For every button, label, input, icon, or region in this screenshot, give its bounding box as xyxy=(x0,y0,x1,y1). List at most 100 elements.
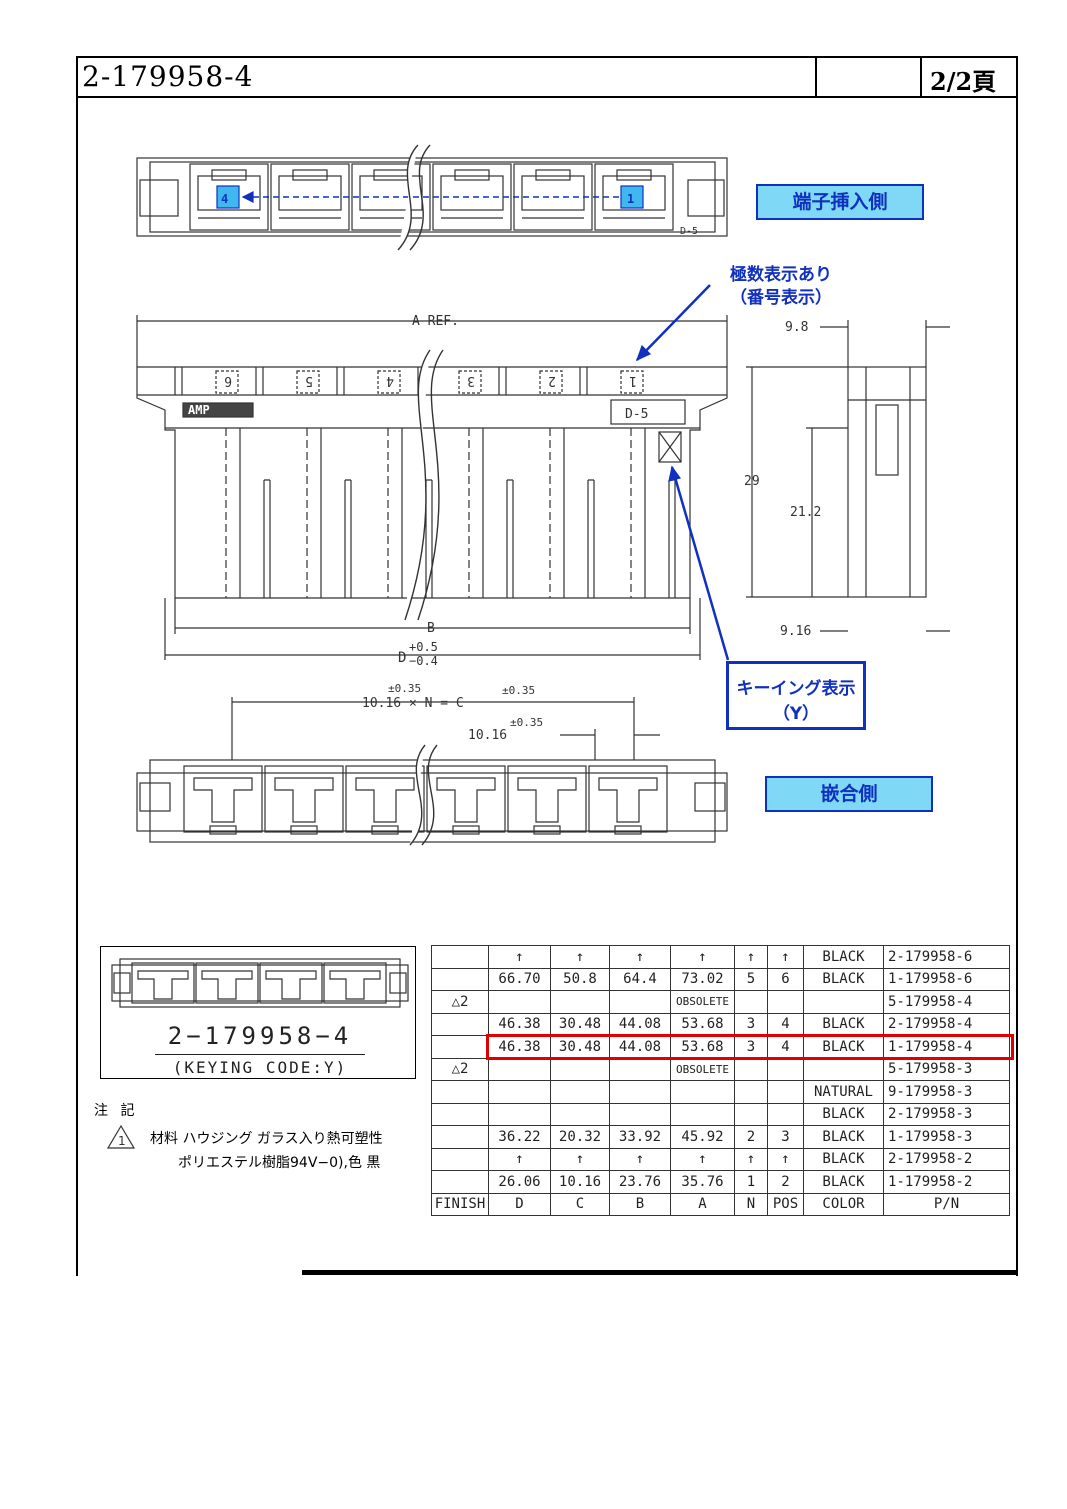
table-header-cell: C xyxy=(550,1192,610,1216)
table-cell xyxy=(803,990,884,1014)
dim-inner-height: 21.2 xyxy=(790,505,821,520)
table-cell xyxy=(431,1035,489,1059)
table-cell xyxy=(609,1057,671,1081)
table-cell: 45.92 xyxy=(670,1125,735,1149)
table-cell xyxy=(488,990,551,1014)
table-cell xyxy=(767,1080,804,1104)
mold-mark: D-5 xyxy=(625,407,648,422)
table-cell: 5-179958-4 xyxy=(883,990,1010,1014)
table-header-cell: FINISH xyxy=(431,1192,489,1216)
part-number-title: 2-179958-4 xyxy=(82,60,254,93)
table-cell: 5-179958-3 xyxy=(883,1057,1010,1081)
dim-a-ref: A REF. xyxy=(412,314,459,329)
table-cell: 66.70 xyxy=(488,967,551,991)
table-header-cell: COLOR xyxy=(803,1192,884,1216)
table-cell xyxy=(431,1125,489,1149)
table-cell xyxy=(431,1012,489,1036)
bottom-rule xyxy=(302,1270,1018,1275)
table-cell: 2-179958-2 xyxy=(883,1147,1010,1171)
table-cell xyxy=(734,1080,768,1104)
table-cell xyxy=(767,1057,804,1081)
table-cell: 1-179958-3 xyxy=(883,1125,1010,1149)
position-number: 5 xyxy=(305,373,313,388)
legend-connector-illustration xyxy=(111,958,409,1008)
table-cell: BLACK xyxy=(803,967,884,991)
table-cell xyxy=(431,1147,489,1171)
dim-tol-2: ±0.35 xyxy=(502,684,535,697)
table-cell: 9-179958-3 xyxy=(883,1080,1010,1104)
table-cell: OBSOLETE xyxy=(670,990,735,1014)
table-cell: ↑ xyxy=(767,945,804,969)
table-cell xyxy=(609,1080,671,1104)
table-cell: ↑ xyxy=(550,1147,610,1171)
position-number: 1 xyxy=(629,373,637,388)
dim-d: D xyxy=(398,650,406,666)
dim-tol-3: ±0.35 xyxy=(510,716,543,729)
numbering-note-line1: 極数表示あり xyxy=(730,265,832,285)
table-cell: 2-179958-4 xyxy=(883,1012,1010,1036)
table-cell: 4 xyxy=(767,1012,804,1036)
bottom-view-label: 嵌合側 xyxy=(765,776,933,812)
table-cell xyxy=(734,1102,768,1126)
table-cell: BLACK xyxy=(803,1170,884,1194)
table-cell: △2 xyxy=(431,1057,489,1081)
mold-mark-top: D-5 xyxy=(680,226,698,237)
table-cell: BLACK xyxy=(803,1012,884,1036)
position-number: 6 xyxy=(224,373,232,388)
table-cell: 73.02 xyxy=(670,967,735,991)
title-divider xyxy=(920,56,922,98)
position-number: 4 xyxy=(386,373,394,388)
table-cell xyxy=(431,945,489,969)
table-cell: 33.92 xyxy=(609,1125,671,1149)
position-number: 3 xyxy=(467,373,475,388)
table-cell: OBSOLETE xyxy=(670,1057,735,1081)
dim-width: 9.8 xyxy=(785,320,808,335)
table-cell: 20.32 xyxy=(550,1125,610,1149)
side-view xyxy=(746,320,950,632)
dim-pitch-formula: 10.16 × N = C xyxy=(362,696,464,711)
table-cell: 2-179958-6 xyxy=(883,945,1010,969)
table-cell xyxy=(767,990,804,1014)
table-cell: 2 xyxy=(734,1125,768,1149)
table-cell xyxy=(550,1057,610,1081)
table-header-cell: P/N xyxy=(883,1192,1010,1216)
table-cell: △2 xyxy=(431,990,489,1014)
table-cell xyxy=(803,1057,884,1081)
table-cell: ↑ xyxy=(734,945,768,969)
title-bar xyxy=(76,56,1018,98)
table-row: △2 OBSOLETE 5-179958-4 xyxy=(431,990,1010,1014)
position-number: 2 xyxy=(548,373,556,388)
brand-mark: AMP xyxy=(188,403,210,417)
table-cell xyxy=(431,967,489,991)
table-cell: ↑ xyxy=(734,1147,768,1171)
table-cell: BLACK xyxy=(803,945,884,969)
table-cell: NATURAL xyxy=(803,1080,884,1104)
dim-tol-1: ±0.35 xyxy=(388,682,421,695)
table-cell: ↑ xyxy=(550,945,610,969)
table-cell: 1-179958-4 xyxy=(883,1035,1010,1059)
table-cell xyxy=(431,1170,489,1194)
table-cell: 64.4 xyxy=(609,967,671,991)
table-cell: 53.68 xyxy=(670,1012,735,1036)
legend-divider xyxy=(155,1054,365,1055)
title-divider xyxy=(815,56,817,98)
table-cell: 36.22 xyxy=(488,1125,551,1149)
page-indicator: 2/2頁 xyxy=(930,67,997,96)
table-cell xyxy=(609,990,671,1014)
table-cell: ↑ xyxy=(609,1147,671,1171)
front-view xyxy=(136,315,728,660)
table-cell: 1 xyxy=(734,1170,768,1194)
dim-pitch: 10.16 xyxy=(468,728,507,743)
legend-part-number: 2−179958−4 xyxy=(167,1022,353,1050)
table-cell: 1-179958-2 xyxy=(883,1170,1010,1194)
legend-keying-code: (KEYING CODE:Y) xyxy=(172,1058,348,1077)
